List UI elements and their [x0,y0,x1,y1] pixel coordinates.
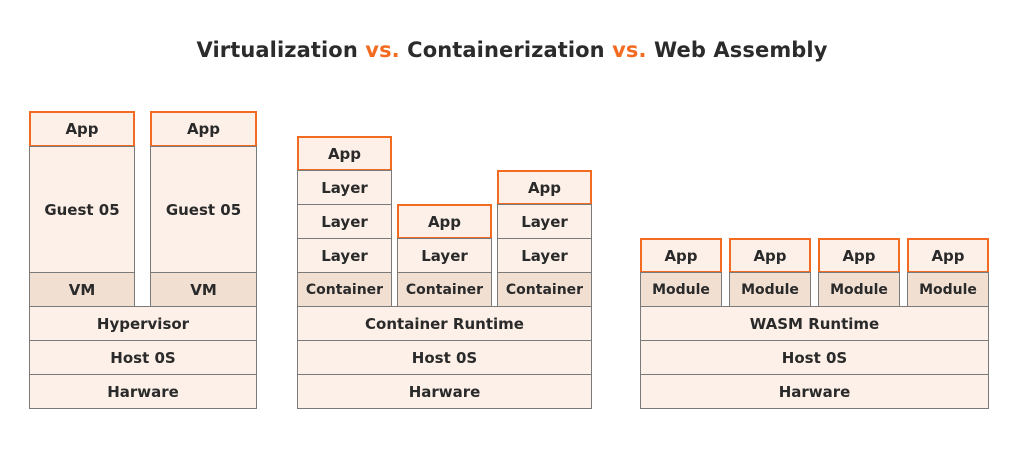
container-runtime-box: Container Runtime [297,306,592,341]
virtualization-hardware-box: Harware [29,374,257,409]
title-vs-1: vs. [365,38,400,62]
container3-layer-box: Layer [497,204,592,239]
title-part-containerization: Containerization [399,38,613,62]
vm2-app-box: App [150,111,257,147]
wasm-runtime-box: WASM Runtime [640,306,989,341]
container1-layer-box: Layer [297,238,392,273]
containerization-hardware-box: Harware [297,374,592,409]
container2-container-box: Container [397,272,492,307]
title-part-virtualization: Virtualization [196,38,366,62]
wasm-app4-box: App [907,238,989,273]
wasm-app3-box: App [818,238,900,273]
wasm-app2-box: App [729,238,811,273]
container3-container-box: Container [497,272,592,307]
title-vs-2: vs. [612,38,647,62]
vm1-vm-box: VM [29,272,135,307]
vm2-vm-box: VM [150,272,257,307]
container1-container-box: Container [297,272,392,307]
wasm-hardware-box: Harware [640,374,989,409]
diagram-title: Virtualization vs. Containerization vs. … [0,38,1024,62]
container1-layer-box: Layer [297,204,392,239]
wasm-module3-box: Module [818,272,900,307]
hypervisor-box: Hypervisor [29,306,257,341]
container2-app-box: App [397,204,492,239]
container1-layer-box: Layer [297,170,392,205]
vm1-app-box: App [29,111,135,147]
containerization-host-os-box: Host 0S [297,340,592,375]
container1-app-box: App [297,136,392,171]
wasm-module2-box: Module [729,272,811,307]
wasm-module4-box: Module [907,272,989,307]
vm1-guest-os-box: Guest 05 [29,146,135,273]
container3-layer-box: Layer [497,238,592,273]
wasm-host-os-box: Host 0S [640,340,989,375]
title-part-web-assembly: Web Assembly [646,38,828,62]
wasm-module1-box: Module [640,272,722,307]
virtualization-host-os-box: Host 0S [29,340,257,375]
container2-layer-box: Layer [397,238,492,273]
container3-app-box: App [497,170,592,205]
wasm-app1-box: App [640,238,722,273]
vm2-guest-os-box: Guest 05 [150,146,257,273]
